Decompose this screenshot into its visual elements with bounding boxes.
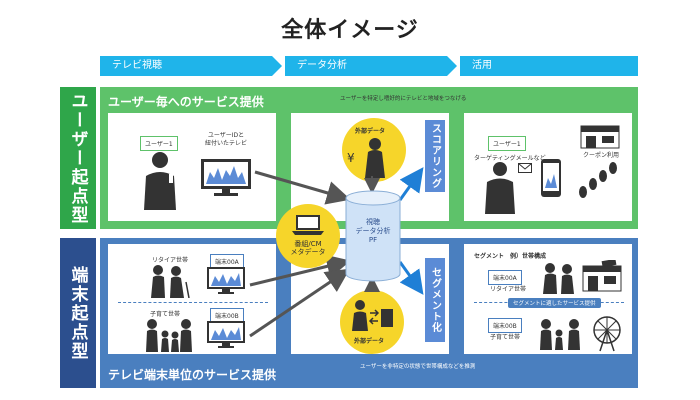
footprints-icon (579, 162, 617, 198)
person-use-icon (485, 162, 515, 214)
device-tv-panel (108, 244, 276, 354)
phase-data-analysis: データ分析 (285, 56, 457, 76)
user-label-use: ユーザー1 (488, 136, 526, 151)
elderly-couple-icon (151, 265, 190, 298)
page-title: 全体イメージ (281, 18, 419, 43)
use-terminal-b: 端末00B (488, 318, 522, 333)
retired-household-label: リタイア世帯 (152, 257, 189, 264)
exchange-icon (352, 300, 393, 331)
shop-icon (582, 260, 622, 292)
tv-terminal-b-icon (207, 321, 245, 348)
device-band-title: テレビ端末単位のサービス提供 (108, 368, 277, 382)
user-band-title: ユーザー毎へのサービス提供 (108, 95, 264, 109)
external-data-label-top: 外部データ (355, 128, 386, 135)
use-child-label: 子育て世帯 (490, 334, 521, 341)
segment-title: セグメント 例）世帯構成 (474, 253, 547, 260)
mail-icon (518, 163, 532, 173)
use-elderly-icon (543, 263, 574, 294)
device-band-note: ユーザーを非特定の状態で世帯構成などを推測 (360, 364, 476, 370)
tv-caption: ユーザーIDと 紐付いたテレビ (205, 132, 248, 147)
user-band-note: ユーザーを特定し嗜好的にテレビと地域をつなげる (340, 96, 467, 102)
woman-silhouette-icon (365, 138, 385, 178)
person-icon (144, 152, 176, 210)
laptop-icon (292, 215, 324, 235)
user-label-1: ユーザー1 (140, 136, 178, 151)
pf-label: 視聴 データ分析 PF (355, 218, 391, 244)
yen-icon: ¥ (347, 151, 355, 164)
tv-terminal-a-icon (207, 267, 245, 294)
use-retired-label: リタイア世帯 (490, 286, 527, 293)
program-meta-circle (276, 204, 340, 268)
tv-icon (201, 159, 251, 196)
use-family-icon (540, 319, 580, 350)
segmentation-bar: セグメント化 (425, 258, 445, 342)
terminal-b-label: 端末00B (210, 308, 244, 323)
external-data-label-bottom: 外部データ (354, 338, 385, 345)
segment-service-pill: セグメントに適したサービス提供 (508, 298, 601, 308)
smartphone-icon (541, 159, 561, 197)
side-label-device: 端末起点型 (60, 238, 96, 388)
ferris-wheel-icon (593, 316, 621, 352)
child-household-label: 子育て世帯 (150, 311, 181, 318)
targeting-mail-label: ターゲティングメールなど (474, 155, 546, 162)
phase-utilization: 活用 (460, 56, 638, 76)
family-icon (146, 319, 192, 352)
svg-text:¥: ¥ (347, 151, 355, 164)
store-icon (580, 125, 620, 149)
phase-tv-viewing: テレビ視聴 (100, 56, 282, 76)
program-meta-label: 番組/CM メタデータ (290, 240, 326, 256)
use-terminal-a: 端末00A (488, 270, 522, 285)
pf-database-icon (345, 190, 401, 282)
scoring-bar: スコアリング (425, 120, 445, 192)
device-tv-divider (118, 302, 268, 303)
side-label-user: ユーザー起点型 (60, 87, 96, 229)
coupon-label: クーポン利用 (583, 152, 620, 159)
